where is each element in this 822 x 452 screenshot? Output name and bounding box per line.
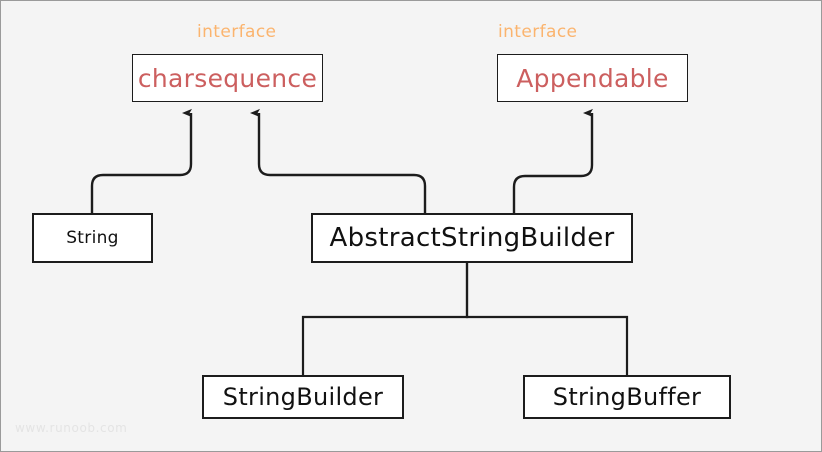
interface-name-appendable: Appendable: [516, 63, 669, 93]
class-box-stringbuffer[interactable]: StringBuffer: [523, 375, 731, 419]
interface-box-charsequence[interactable]: charsequence: [132, 54, 323, 102]
class-box-abstractstringbuilder[interactable]: AbstractStringBuilder: [311, 213, 633, 263]
class-name-stringbuffer: StringBuffer: [552, 383, 702, 411]
class-name-abstractstringbuilder: AbstractStringBuilder: [329, 223, 615, 253]
class-box-string[interactable]: String: [32, 213, 153, 263]
edge-abstractstringbuilder-implements-charsequence: [250, 108, 427, 213]
class-box-stringbuilder[interactable]: StringBuilder: [202, 375, 404, 419]
site-watermark: www.runoob.com: [15, 421, 128, 435]
edge-abstractstringbuilder-implements-appendable: [512, 108, 594, 213]
interface-name-charsequence: charsequence: [137, 63, 318, 93]
stereotype-label-charsequence: interface: [197, 22, 277, 42]
class-name-string: String: [66, 228, 119, 248]
interface-box-appendable[interactable]: Appendable: [497, 54, 688, 102]
stereotype-label-appendable: interface: [498, 22, 578, 42]
class-name-stringbuilder: StringBuilder: [222, 383, 384, 411]
edge-string-implements-charsequence: [90, 108, 193, 213]
edge-stringbuilder-extends-abstractstringbuilder: [301, 263, 469, 375]
edge-stringbuffer-extends-abstractstringbuilder: [465, 263, 629, 375]
